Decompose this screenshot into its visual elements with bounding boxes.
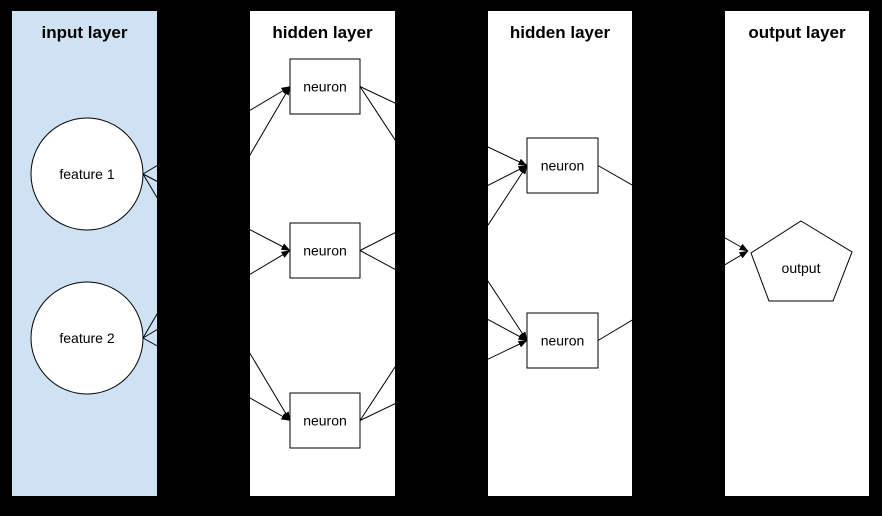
edge-feature1-h1neuron1 bbox=[142, 86, 291, 175]
node-h1-neuron-2-label: neuron bbox=[303, 243, 347, 259]
edge-h1neuron1-h2neuron1 bbox=[359, 86, 528, 166]
edge-h1neuron3-h2neuron2 bbox=[359, 340, 528, 421]
panel-input-layer bbox=[12, 11, 157, 496]
node-feature-1-label: feature 1 bbox=[59, 166, 114, 182]
node-output bbox=[750, 220, 853, 302]
edge-h1neuron2-h2neuron1 bbox=[359, 165, 528, 251]
node-h1-neuron-1-label: neuron bbox=[303, 79, 347, 95]
node-h2-neuron-2 bbox=[526, 312, 599, 369]
edge-h1neuron2-h2neuron2 bbox=[359, 250, 528, 341]
node-h1-neuron-3 bbox=[289, 392, 361, 449]
output-layer-title: output layer bbox=[748, 23, 846, 42]
edge-feature2-h1neuron1 bbox=[142, 86, 291, 339]
edge-h1neuron1-h2neuron2 bbox=[359, 86, 528, 341]
hidden-layer-1-title: hidden layer bbox=[272, 23, 373, 42]
node-h1-neuron-3-label: neuron bbox=[303, 413, 347, 429]
hidden-layer-2-title: hidden layer bbox=[510, 23, 611, 42]
node-feature-2-label: feature 2 bbox=[59, 330, 114, 346]
edge-feature2-h1neuron2 bbox=[142, 250, 291, 339]
edge-h2neuron1-output bbox=[597, 165, 749, 252]
edge-feature2-h1neuron3 bbox=[142, 337, 291, 421]
node-output-label: output bbox=[782, 260, 821, 276]
node-h2-neuron-1-label: neuron bbox=[541, 158, 585, 174]
edge-h1neuron3-h2neuron1 bbox=[359, 165, 528, 421]
panel-hidden-layer-2 bbox=[488, 11, 632, 496]
node-h2-neuron-1 bbox=[526, 137, 599, 194]
node-h2-neuron-2-label: neuron bbox=[541, 333, 585, 349]
input-layer-title: input layer bbox=[42, 23, 128, 42]
edge-feature1-h1neuron3 bbox=[142, 173, 291, 421]
edge-h2neuron2-output bbox=[597, 250, 749, 341]
